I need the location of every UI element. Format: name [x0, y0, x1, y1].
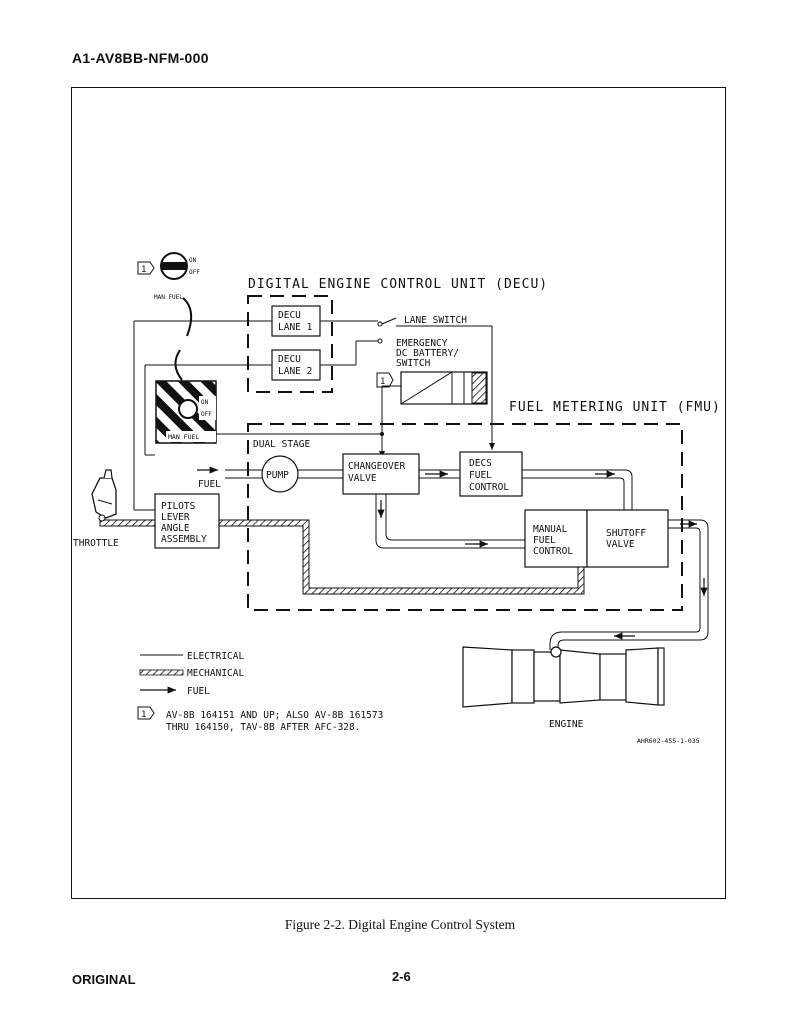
- decu-lane-2-box: [271, 349, 321, 381]
- figure-frame: [71, 87, 726, 899]
- switch-contact: [377, 321, 383, 327]
- note-flag-1: [376, 372, 394, 388]
- pump-label: PUMP: [266, 470, 289, 481]
- throttle-handle: [91, 469, 117, 522]
- decu-lane-2-label-2: LANE 2: [278, 366, 312, 377]
- svg-text:ASSEMBLY: ASSEMBLY: [161, 534, 207, 545]
- throttle-label: THROTTLE: [73, 538, 119, 549]
- svg-text:PILOTS: PILOTS: [161, 501, 196, 512]
- dual-stage-pump: [261, 455, 299, 493]
- legend-mechanical-label: MECHANICAL: [187, 668, 244, 679]
- fuel-pipes: [298, 469, 709, 650]
- engine: [462, 646, 665, 708]
- svg-text:VALVE: VALVE: [348, 473, 377, 484]
- decu-lane-1-box: [271, 305, 321, 337]
- document-id: A1-AV8BB-NFM-000: [72, 50, 209, 66]
- note-flag-1-num: 1: [380, 377, 385, 387]
- emergency-label-2: DC BATTERY/: [396, 348, 459, 359]
- figure-reference: AHR602-455-1-035: [637, 737, 700, 745]
- svg-text:FUEL: FUEL: [469, 470, 492, 481]
- figure-caption: Figure 2-2. Digital Engine Control Syste…: [284, 917, 516, 932]
- decu-lane-2-label-1: DECU: [278, 354, 301, 365]
- decu-title: DIGITAL ENGINE CONTROL UNIT (DECU): [248, 277, 548, 292]
- emergency-label-3: SWITCH: [396, 358, 431, 369]
- svg-text:1: 1: [141, 265, 146, 275]
- legend-electrical-label: ELECTRICAL: [187, 651, 244, 662]
- decs-fuel-control: [459, 451, 523, 497]
- engine-label: ENGINE: [549, 719, 584, 730]
- fmu-title: FUEL METERING UNIT (FMU): [509, 400, 721, 415]
- man-fuel-panel-knob: [178, 399, 198, 419]
- note-flag-2: [137, 261, 155, 275]
- page-number: 2-6: [392, 969, 411, 984]
- svg-text:ANGLE: ANGLE: [161, 523, 190, 534]
- svg-text:MANUAL: MANUAL: [533, 524, 568, 535]
- svg-text:1: 1: [141, 710, 146, 720]
- svg-text:ON: ON: [201, 399, 209, 406]
- svg-text:FUEL: FUEL: [533, 535, 556, 546]
- note-flag-3: [137, 706, 155, 720]
- changeover-valve: [342, 453, 420, 495]
- svg-text:CHANGEOVER: CHANGEOVER: [348, 461, 405, 472]
- shutoff-valve: [586, 509, 669, 568]
- lane-switch-blade: [381, 317, 397, 325]
- switch-on-label: ON: [189, 257, 197, 264]
- fmu-boundary: [247, 423, 683, 611]
- svg-text:OFF: OFF: [201, 411, 212, 418]
- footer-original: ORIGINAL: [72, 972, 136, 987]
- panel-man-fuel-label: MAN FUEL: [168, 433, 199, 441]
- lane-switch-label: LANE SWITCH: [404, 315, 467, 326]
- svg-text:DECS: DECS: [469, 458, 492, 469]
- decu-lane-1-label-1: DECU: [278, 310, 301, 321]
- legend-mechanical-swatch: [139, 669, 184, 676]
- fuel-inlet-label: FUEL: [198, 479, 221, 490]
- pilots-lever-angle-assembly: [154, 493, 220, 549]
- svg-text:SHUTOFF: SHUTOFF: [606, 528, 646, 539]
- legend-fuel-label: FUEL: [187, 686, 210, 697]
- note-line-2: THRU 164150, TAV-8B AFTER AFC-328.: [166, 722, 360, 733]
- svg-text:CONTROL: CONTROL: [533, 546, 573, 557]
- decu-lane-1-label-2: LANE 1: [278, 322, 313, 333]
- switch-off-label: OFF: [189, 269, 200, 276]
- svg-text:VALVE: VALVE: [606, 539, 635, 550]
- manual-fuel-control: [524, 509, 588, 568]
- svg-text:CONTROL: CONTROL: [469, 482, 509, 493]
- svg-text:LEVER: LEVER: [161, 512, 190, 523]
- mechanical-linkage: [99, 519, 585, 595]
- dual-stage-label: DUAL STAGE: [253, 439, 310, 450]
- emergency-label-1: EMERGENCY: [396, 338, 448, 349]
- man-fuel-top-label: MAN FUEL: [154, 294, 183, 301]
- note-line-1: AV-8B 164151 AND UP; ALSO AV-8B 161573: [166, 710, 383, 721]
- decu-boundary: [247, 295, 333, 393]
